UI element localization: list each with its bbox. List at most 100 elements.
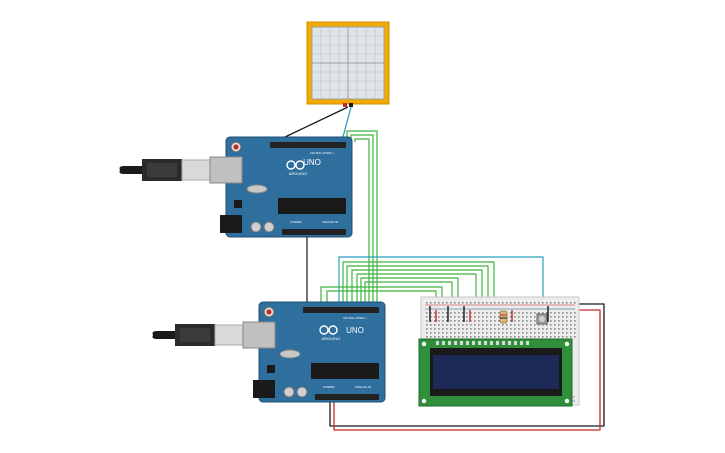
breadboard-hole	[514, 328, 516, 330]
wires	[284, 106, 605, 431]
breadboard-hole	[574, 332, 576, 334]
breadboard-hole	[522, 336, 524, 338]
breadboard-hole	[438, 320, 440, 322]
breadboard-hole	[574, 316, 576, 318]
breadboard-hole	[526, 302, 528, 304]
potentiometer[interactable]	[536, 313, 548, 325]
wire-green-2	[350, 134, 374, 305]
breadboard-hole	[478, 320, 480, 322]
breadboard-hole	[522, 312, 524, 314]
breadboard-hole	[502, 324, 504, 326]
breadboard-hole	[566, 302, 568, 304]
breadboard-hole	[562, 336, 564, 338]
breadboard-hole	[514, 302, 516, 304]
breadboard-hole	[446, 320, 448, 322]
arduino-bottom[interactable]: UNO ARDUINO DIGITAL (PWM~) POWER ANALOG …	[152, 301, 386, 403]
breadboard-hole	[482, 320, 484, 322]
breadboard-hole	[558, 336, 560, 338]
breadboard-hole	[562, 332, 564, 334]
breadboard-hole	[450, 320, 452, 322]
breadboard-hole	[438, 336, 440, 338]
breadboard-hole	[542, 302, 544, 304]
breadboard-hole	[450, 332, 452, 334]
oscilloscope[interactable]	[306, 21, 390, 107]
arduino-bottom-model: UNO	[346, 326, 364, 335]
breadboard-hole	[430, 302, 432, 304]
breadboard-hole	[526, 336, 528, 338]
breadboard-hole	[566, 324, 568, 326]
breadboard-hole	[498, 320, 500, 322]
breadboard-hole	[494, 336, 496, 338]
wire-black-power	[329, 303, 605, 427]
wire-green-lcd-2	[346, 265, 489, 322]
breadboard-hole	[458, 332, 460, 334]
breadboard-hole	[442, 328, 444, 330]
breadboard-hole	[530, 324, 532, 326]
breadboard-hole	[474, 336, 476, 338]
breadboard-hole	[566, 320, 568, 322]
breadboard-hole	[510, 336, 512, 338]
breadboard-hole	[494, 316, 496, 318]
breadboard-hole	[482, 328, 484, 330]
breadboard-hole	[470, 316, 472, 318]
breadboard-hole	[478, 324, 480, 326]
breadboard-hole	[454, 332, 456, 334]
breadboard-hole	[530, 336, 532, 338]
breadboard-hole	[462, 332, 464, 334]
breadboard-hole	[534, 316, 536, 318]
lcd-pin	[442, 341, 445, 345]
breadboard-hole	[426, 312, 428, 314]
breadboard-hole	[530, 332, 532, 334]
breadboard-hole	[490, 302, 492, 304]
lcd-16x2[interactable]	[418, 338, 573, 407]
breadboard-hole	[478, 328, 480, 330]
breadboard-hole	[518, 316, 520, 318]
breadboard-hole	[470, 302, 472, 304]
breadboard-hole	[442, 336, 444, 338]
breadboard-hole	[450, 328, 452, 330]
breadboard-hole	[470, 312, 472, 314]
breadboard-hole	[434, 328, 436, 330]
breadboard-hole	[458, 324, 460, 326]
breadboard-hole	[558, 312, 560, 314]
breadboard-hole	[558, 302, 560, 304]
breadboard-hole	[426, 336, 428, 338]
breadboard-hole	[510, 324, 512, 326]
breadboard-hole	[438, 302, 440, 304]
breadboard-hole	[466, 312, 468, 314]
breadboard-hole	[506, 302, 508, 304]
lcd-pin	[460, 341, 463, 345]
breadboard-hole	[518, 332, 520, 334]
breadboard-hole	[486, 324, 488, 326]
resistor[interactable]	[499, 310, 508, 324]
breadboard-hole	[554, 328, 556, 330]
breadboard-hole	[574, 328, 576, 330]
breadboard-hole	[486, 332, 488, 334]
breadboard-hole	[510, 320, 512, 322]
breadboard-hole	[450, 336, 452, 338]
breadboard-hole	[550, 336, 552, 338]
breadboard-hole	[438, 312, 440, 314]
breadboard-hole	[478, 302, 480, 304]
lcd-pins	[436, 341, 529, 345]
breadboard-hole	[462, 316, 464, 318]
breadboard-hole	[514, 320, 516, 322]
breadboard-hole	[458, 316, 460, 318]
lcd-pin	[496, 341, 499, 345]
lcd-pin	[508, 341, 511, 345]
lcd-pin	[448, 341, 451, 345]
breadboard-hole	[430, 336, 432, 338]
breadboard-hole	[446, 302, 448, 304]
breadboard-hole	[434, 320, 436, 322]
lcd-pin	[520, 341, 523, 345]
breadboard-hole	[554, 320, 556, 322]
breadboard-hole	[446, 332, 448, 334]
arduino-bottom-power-label: POWER	[323, 385, 335, 389]
breadboard-hole	[522, 316, 524, 318]
arduino-top[interactable]: UNO ARDUINO DIGITAL (PWM~) POWER ANALOG …	[119, 136, 353, 238]
breadboard-hole	[550, 332, 552, 334]
breadboard-hole	[570, 302, 572, 304]
breadboard-hole	[474, 328, 476, 330]
breadboard-hole	[506, 332, 508, 334]
breadboard-hole	[498, 302, 500, 304]
